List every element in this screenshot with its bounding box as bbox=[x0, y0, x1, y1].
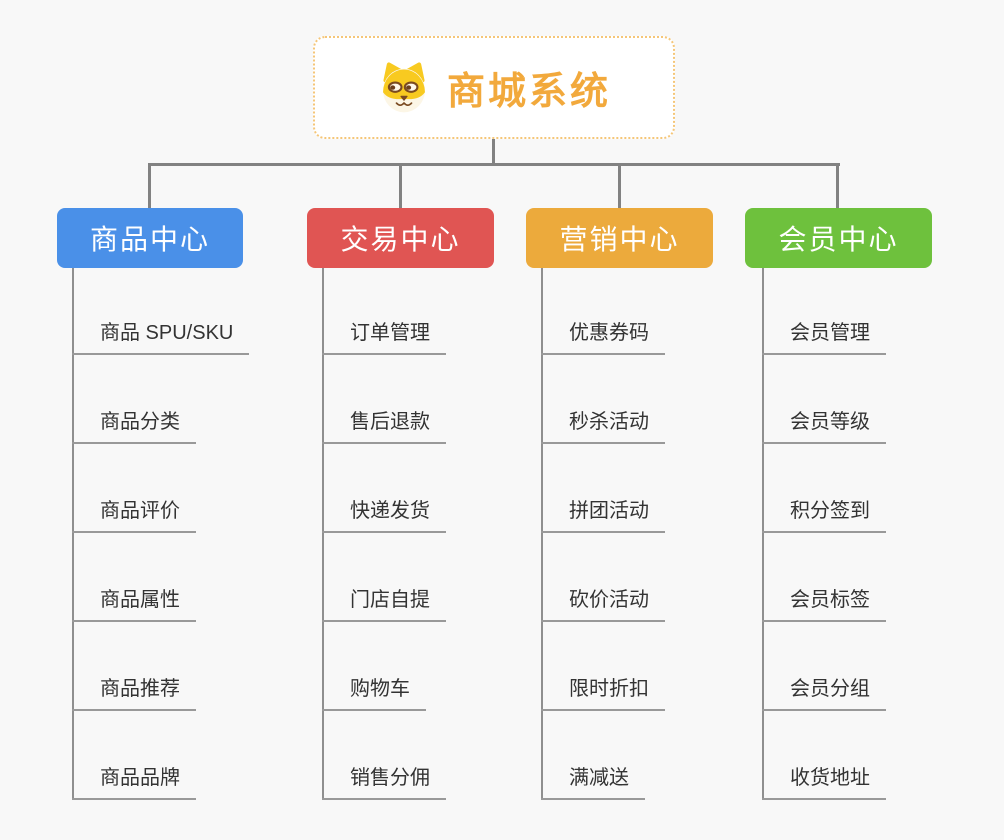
leaf-node[interactable]: 会员等级 bbox=[762, 408, 886, 444]
leaf-node[interactable]: 会员分组 bbox=[762, 675, 886, 711]
connector-root-stem bbox=[492, 139, 495, 165]
leaf-node[interactable]: 快递发货 bbox=[322, 497, 446, 533]
leaf-node[interactable]: 秒杀活动 bbox=[541, 408, 665, 444]
branch-node-member[interactable]: 会员中心 bbox=[745, 208, 932, 268]
connector-horizontal bbox=[148, 163, 840, 166]
leaf-node[interactable]: 会员标签 bbox=[762, 586, 886, 622]
branch-node-marketing[interactable]: 营销中心 bbox=[526, 208, 713, 268]
leaf-node[interactable]: 商品品牌 bbox=[72, 764, 196, 800]
leaf-node[interactable]: 商品分类 bbox=[72, 408, 196, 444]
stem-line-trade bbox=[322, 268, 324, 800]
stem-line-member bbox=[762, 268, 764, 800]
leaf-node[interactable]: 商品推荐 bbox=[72, 675, 196, 711]
leaf-node[interactable]: 商品评价 bbox=[72, 497, 196, 533]
dog-face-icon bbox=[377, 61, 431, 114]
leaf-node[interactable]: 积分签到 bbox=[762, 497, 886, 533]
leaf-node[interactable]: 会员管理 bbox=[762, 319, 886, 355]
leaf-node[interactable]: 限时折扣 bbox=[541, 675, 665, 711]
connector-drop-2 bbox=[399, 163, 402, 210]
root-title: 商城系统 bbox=[446, 71, 611, 113]
leaf-node[interactable]: 满减送 bbox=[541, 764, 645, 800]
connector-drop-3 bbox=[618, 163, 621, 210]
branch-node-trade[interactable]: 交易中心 bbox=[307, 208, 494, 268]
connector-drop-4 bbox=[836, 163, 839, 210]
leaf-node[interactable]: 收货地址 bbox=[762, 764, 886, 800]
leaf-node[interactable]: 购物车 bbox=[322, 675, 426, 711]
leaf-node[interactable]: 销售分佣 bbox=[322, 764, 446, 800]
stem-line-marketing bbox=[541, 268, 543, 800]
leaf-node[interactable]: 门店自提 bbox=[322, 586, 446, 622]
leaf-node[interactable]: 订单管理 bbox=[322, 319, 446, 355]
stem-line-product bbox=[72, 268, 74, 800]
root-node[interactable]: 商城系统 bbox=[313, 36, 675, 139]
leaf-node[interactable]: 优惠券码 bbox=[541, 319, 665, 355]
leaf-node[interactable]: 砍价活动 bbox=[541, 586, 665, 622]
leaf-node[interactable]: 商品属性 bbox=[72, 586, 196, 622]
leaf-node[interactable]: 拼团活动 bbox=[541, 497, 665, 533]
connector-drop-1 bbox=[148, 163, 151, 210]
leaf-node[interactable]: 售后退款 bbox=[322, 408, 446, 444]
leaf-node[interactable]: 商品 SPU/SKU bbox=[72, 319, 250, 355]
branch-node-product[interactable]: 商品中心 bbox=[57, 208, 243, 268]
